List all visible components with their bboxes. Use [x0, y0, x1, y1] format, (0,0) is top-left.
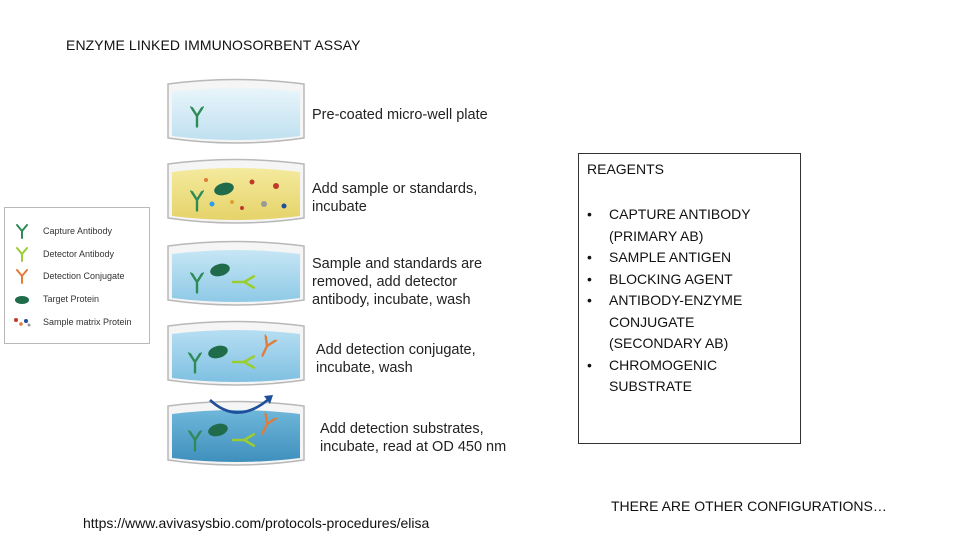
- step-1-text: Pre-coated micro-well plate: [312, 107, 488, 123]
- reagent-item: • CAPTURE ANTIBODY (PRIMARY AB): [587, 206, 751, 244]
- legend-item-detector: Detector Antibody: [13, 246, 114, 262]
- well-precoated: [167, 78, 305, 144]
- source-url-link[interactable]: https://www.avivasysbio.com/protocols-pr…: [83, 515, 430, 531]
- legend-item-matrix-protein: Sample matrix Protein: [13, 314, 132, 330]
- well-substrate: [167, 395, 305, 466]
- reaction-arrow-icon: [209, 397, 271, 414]
- target-protein-icon: [214, 182, 234, 196]
- step-5-text: Add detection substrates, incubate, read…: [320, 421, 507, 455]
- well-sample: [167, 158, 305, 224]
- legend-item-capture: Capture Antibody: [13, 223, 112, 239]
- well-detector: [167, 240, 305, 306]
- legend-item-conjugate: Detection Conjugate: [13, 268, 125, 284]
- reagent-list: • CAPTURE ANTIBODY (PRIMARY AB) • SAMPLE…: [587, 204, 792, 398]
- step-4-text: Add detection conjugate, incubate, wash: [316, 342, 476, 376]
- legend: Capture Antibody Detector Antibody Detec…: [4, 207, 150, 344]
- reagent-item: • BLOCKING AGENT: [587, 270, 733, 287]
- capture-antibody-icon: [16, 224, 28, 239]
- legend-item-target-protein: Target Protein: [13, 291, 99, 307]
- configurations-note: THERE ARE OTHER CONFIGURATIONS…: [611, 498, 887, 514]
- sample-matrix-protein-icon: [14, 318, 31, 327]
- target-protein-icon: [15, 296, 29, 304]
- reagents-title: REAGENTS: [587, 161, 665, 177]
- reagents-box: REAGENTS • CAPTURE ANTIBODY (PRIMARY AB)…: [578, 153, 801, 444]
- detection-conjugate-icon: [16, 269, 28, 284]
- reagent-item: • ANTIBODY-ENZYME CONJUGATE (SECONDARY A…: [587, 292, 743, 351]
- well-conjugate: [167, 320, 305, 386]
- page-title: ENZYME LINKED IMMUNOSORBENT ASSAY: [66, 37, 361, 53]
- reagent-item: • CHROMOGENIC SUBSTRATE: [587, 356, 718, 395]
- reagent-item: • SAMPLE ANTIGEN: [587, 249, 732, 265]
- detector-antibody-icon: [16, 247, 28, 262]
- step-3-text: Sample and standards are removed, add de…: [312, 256, 483, 308]
- step-2-text: Add sample or standards, incubate: [312, 181, 478, 215]
